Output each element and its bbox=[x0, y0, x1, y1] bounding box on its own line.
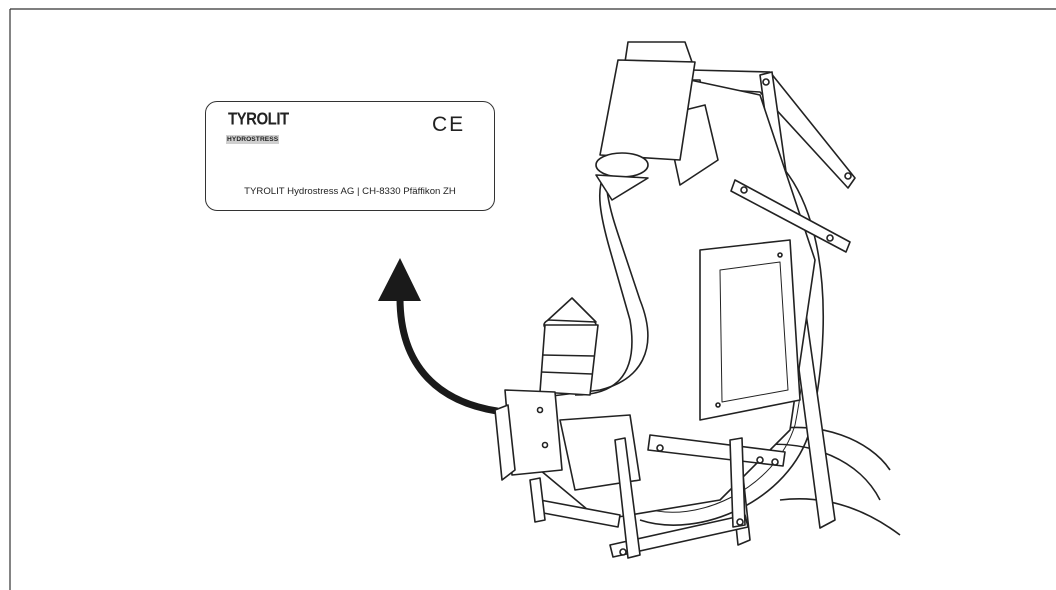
nameplate: TYROLIT HYDROSTRESS CE TYROLIT Hydrostre… bbox=[205, 101, 495, 211]
tyrolit-logo: TYROLIT bbox=[228, 109, 289, 130]
pointer-arrow bbox=[378, 258, 501, 415]
hydrostress-logo: HYDROSTRESS bbox=[226, 135, 280, 144]
machine-drawing bbox=[494, 41, 901, 559]
manufacturer-address: TYROLIT Hydrostress AG | CH-8330 Pfäffik… bbox=[244, 186, 456, 197]
ce-mark-icon: CE bbox=[432, 113, 466, 136]
